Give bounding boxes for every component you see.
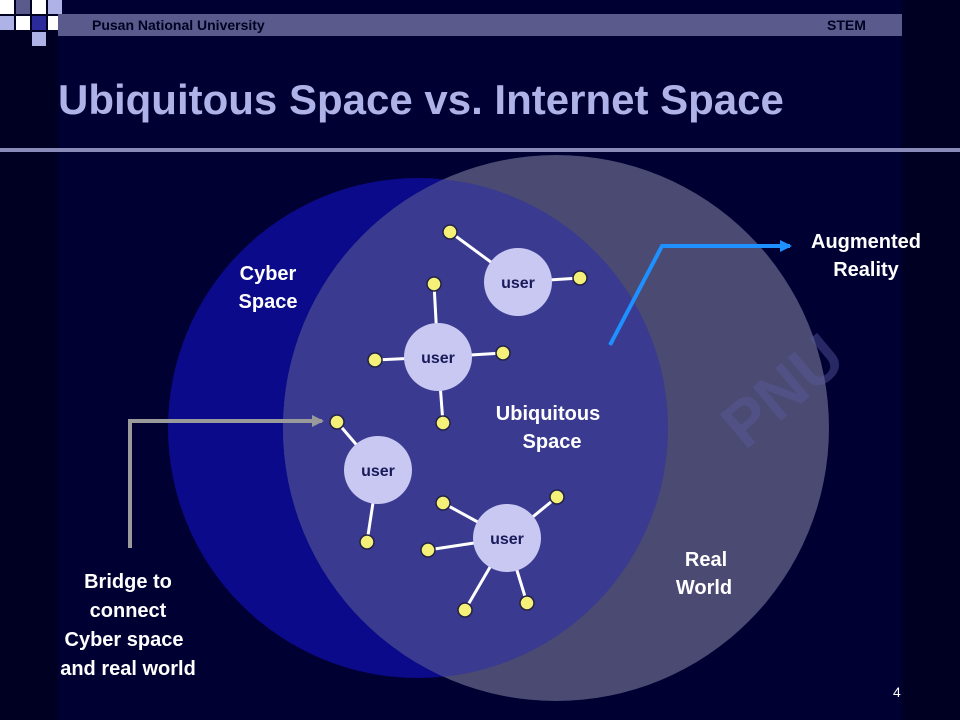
- user-node-label: user: [501, 275, 535, 292]
- title-rule: [0, 148, 960, 152]
- user-node-label: user: [361, 463, 395, 480]
- real-world-label-line2: World: [676, 577, 732, 599]
- device-node: [549, 489, 565, 505]
- user-node-label: user: [421, 350, 455, 367]
- cyber-space-label-line1: Cyber: [240, 263, 297, 285]
- ubiquitous-label-line1: Ubiquitous: [496, 403, 600, 425]
- device-node: [420, 542, 436, 558]
- header-university: Pusan National University: [92, 17, 265, 33]
- device-node: [329, 414, 345, 430]
- device-node: [519, 595, 535, 611]
- header-department: STEM: [827, 17, 866, 33]
- bridge-label-line2: connect: [90, 600, 167, 622]
- device-node: [435, 415, 451, 431]
- bridge-label-line3: Cyber space: [65, 629, 184, 651]
- device-node: [442, 224, 458, 240]
- user-node: [344, 436, 412, 504]
- device-node: [435, 495, 451, 511]
- right-side-band: [902, 0, 960, 720]
- user-node: [473, 504, 541, 572]
- logo-squares: [0, 0, 80, 50]
- page-number: 4: [893, 684, 901, 700]
- augmented-label-line2: Reality: [833, 259, 899, 281]
- device-node: [426, 276, 442, 292]
- left-side-band: [0, 0, 58, 720]
- device-node: [457, 602, 473, 618]
- bridge-label-line4: and real world: [60, 658, 196, 680]
- user-node: [484, 248, 552, 316]
- header-bar: [58, 14, 902, 36]
- bridge-label-line1: Bridge to: [84, 571, 172, 593]
- real-world-label-line1: Real: [685, 549, 727, 571]
- bridge-arrow: [128, 415, 324, 548]
- ubiquitous-label-line2: Space: [523, 431, 582, 453]
- device-node: [367, 352, 383, 368]
- device-node: [572, 270, 588, 286]
- augmented-label-line1: Augmented: [811, 231, 921, 253]
- device-node: [359, 534, 375, 550]
- user-node: [404, 323, 472, 391]
- device-node: [495, 345, 511, 361]
- slide-title: Ubiquitous Space vs. Internet Space: [58, 76, 784, 123]
- ubiquitous-overlap: [283, 178, 668, 678]
- user-clusters: user user user user: [329, 224, 588, 618]
- cyber-space-label-line2: Space: [239, 291, 298, 313]
- augmented-reality-arrow: [608, 240, 792, 346]
- user-node-label: user: [490, 531, 524, 548]
